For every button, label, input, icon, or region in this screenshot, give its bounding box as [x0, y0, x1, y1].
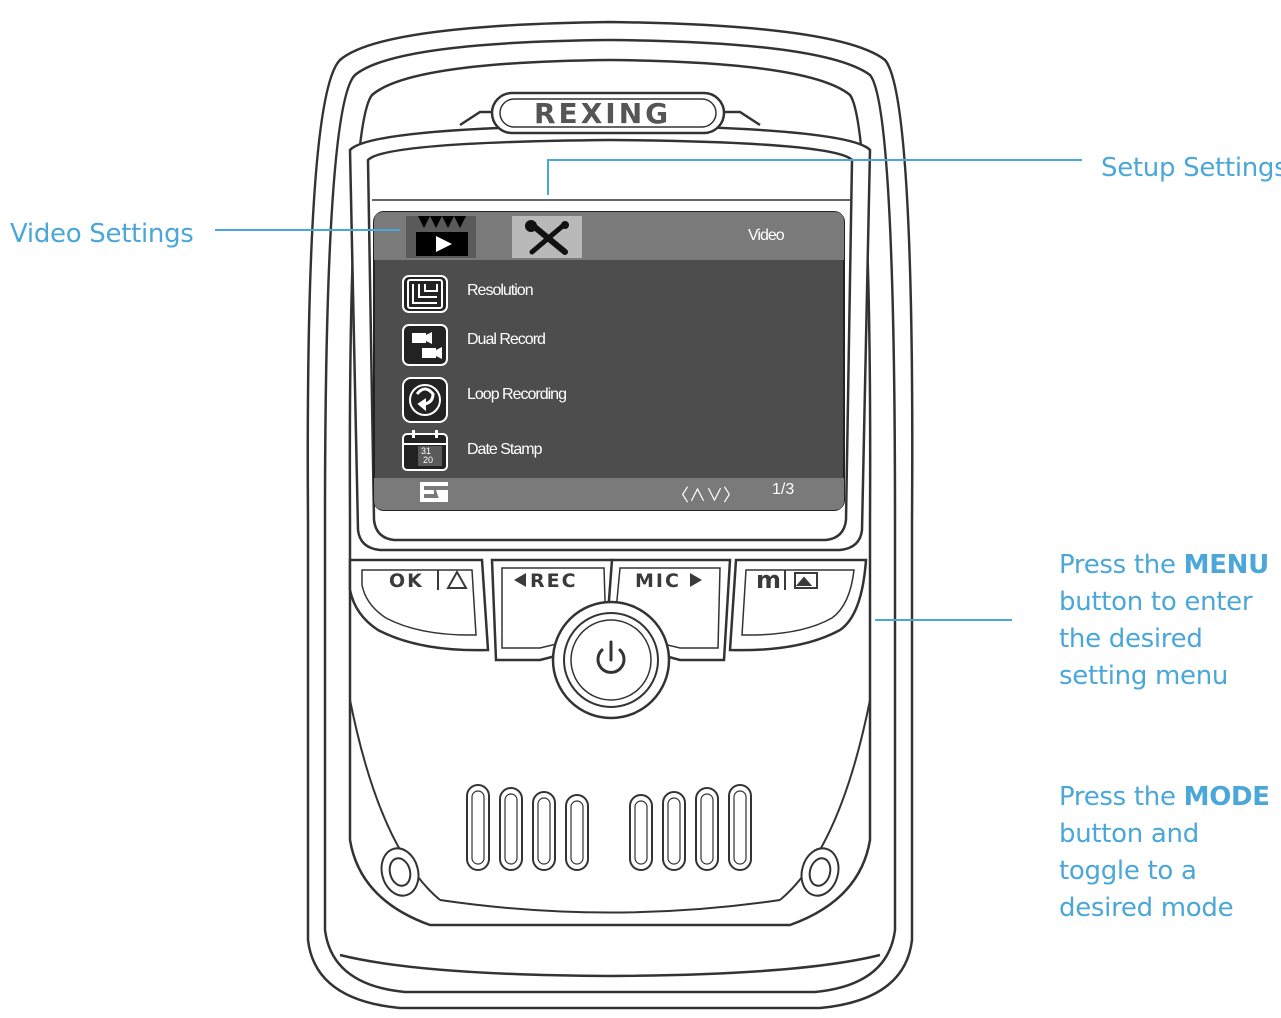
screw-holes — [380, 847, 840, 897]
button-row — [348, 558, 868, 662]
callout-mode-button: Press the MODE button and toggle to a de… — [1059, 779, 1274, 927]
lcd-screen — [373, 211, 845, 511]
callout-menu-keyword: MENU — [1183, 550, 1270, 580]
photo-icon — [794, 572, 818, 589]
calendar-top-number: 31 — [421, 446, 432, 456]
menu-item-dual-record[interactable]: Dual Record — [467, 331, 546, 348]
ok-button[interactable]: OK — [389, 570, 424, 592]
dual-record-icon — [402, 324, 448, 366]
callout-mode-prefix: Press the — [1059, 782, 1184, 812]
callout-menu-suffix: button to enter the desired setting menu — [1059, 587, 1253, 691]
wrench-screwdriver-icon — [525, 220, 569, 255]
rec-button[interactable]: REC — [530, 570, 578, 592]
screen-nav-arrows: 〈∧∨〉 — [672, 486, 740, 505]
brand-logo-text: REXING — [534, 97, 672, 130]
screen-page-indicator: 1/3 — [772, 481, 795, 498]
calendar-bottom-number: 20 — [423, 455, 434, 465]
mode-button[interactable]: m — [756, 566, 784, 594]
menu-item-date-stamp[interactable]: Date Stamp — [467, 441, 542, 458]
rec-arrow-icon — [514, 573, 526, 587]
video-camera-icon — [416, 216, 468, 256]
warning-triangle-icon — [446, 569, 468, 589]
callout-mode-keyword: MODE — [1183, 782, 1270, 812]
screen-mode-title: Video — [748, 227, 785, 244]
rexing-logo — [490, 91, 726, 135]
callout-lines — [215, 159, 1082, 621]
speaker-grille-inner — [471, 790, 747, 865]
callout-setup-settings: Setup Settings — [1101, 153, 1281, 183]
loop-recording-icon — [402, 377, 448, 423]
menu-item-loop-recording[interactable]: Loop Recording — [467, 386, 567, 403]
callout-menu-button: Press the MENU button to enter the desir… — [1059, 547, 1274, 695]
callout-mode-suffix: button and toggle to a desired mode — [1059, 819, 1234, 923]
menu-item-resolution[interactable]: Resolution — [467, 282, 534, 299]
callout-video-settings: Video Settings — [10, 219, 194, 249]
button-dividers — [437, 570, 786, 590]
mic-button[interactable]: MIC — [635, 570, 681, 592]
resolution-icon — [402, 275, 448, 313]
mic-arrow-icon — [690, 573, 702, 587]
date-stamp-icon — [402, 430, 448, 471]
power-icon — [596, 640, 626, 674]
callout-menu-prefix: Press the — [1059, 550, 1184, 580]
menu-list-icon — [420, 482, 448, 502]
